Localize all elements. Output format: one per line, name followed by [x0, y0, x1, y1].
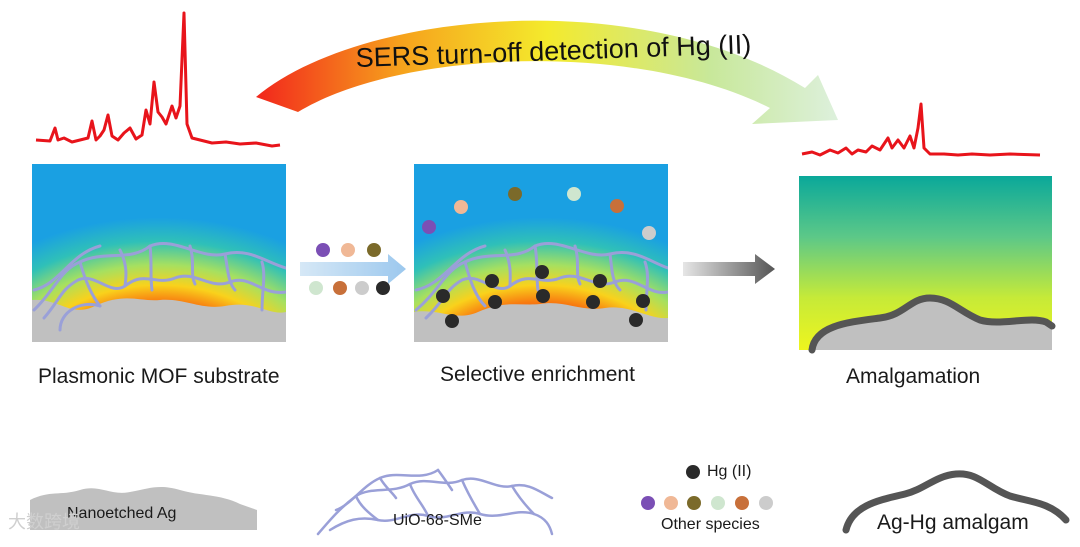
- amalgamation-arrow: [683, 254, 775, 284]
- legend-label-hg: Hg (II): [707, 463, 752, 480]
- other-species-floating: [422, 187, 656, 240]
- caption-amalgamation: Amalgamation: [846, 365, 981, 388]
- caption-plasmonic-mof: Plasmonic MOF substrate: [38, 365, 280, 388]
- legend-label-other-species: Other species: [661, 516, 760, 533]
- watermark: 大数跨境: [8, 512, 80, 533]
- legend-hg-dot: [686, 465, 700, 479]
- legend-uio-network: [316, 468, 554, 536]
- sers-spectrum-weak: [801, 102, 1041, 157]
- panel-selective-enrichment: [414, 164, 668, 342]
- panel-plasmonic-mof: [32, 164, 286, 342]
- sers-spectrum-strong: [35, 11, 281, 148]
- legend-label-uio: UiO-68-SMe: [393, 512, 482, 529]
- legend-other-species-dots: [641, 496, 773, 510]
- legend-amalgam-outline: [842, 470, 1070, 534]
- enrichment-arrow: [300, 243, 406, 295]
- caption-selective-enrichment: Selective enrichment: [440, 363, 635, 386]
- legend-nanoetched-ag: [30, 486, 257, 530]
- panel-amalgamation: [799, 176, 1056, 354]
- legend-label-nanoetched-ag: Nanoetched Ag: [67, 505, 177, 522]
- legend-label-amalgam: Ag-Hg amalgam: [877, 511, 1029, 534]
- turn-off-arrow: [256, 20, 838, 124]
- hg-dots-bound: [436, 265, 650, 328]
